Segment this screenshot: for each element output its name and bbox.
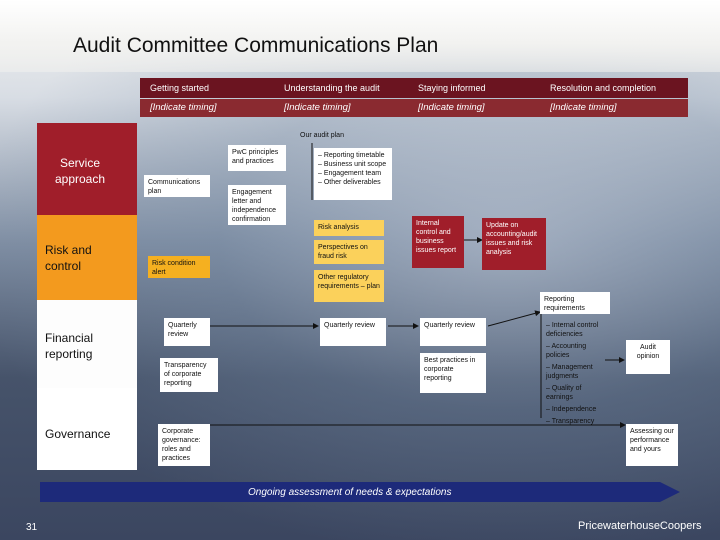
plan-item: – Reporting timetable [318, 152, 385, 159]
phase-getting-started: Getting started [150, 83, 210, 93]
update-accounting-box: Update on accounting/audit issues and ri… [482, 218, 546, 270]
phase-understanding: Understanding the audit [284, 83, 380, 93]
timing-2: [Indicate timing] [284, 102, 351, 113]
row-label-text: Service approach [54, 156, 106, 186]
risk-condition-alert-box: Risk condition alert [148, 256, 210, 278]
corporate-governance-box: Corporate governance: roles and practice… [158, 424, 210, 466]
audit-plan-label: Our audit plan [300, 132, 344, 139]
internal-control-report-box: Internal control and business issues rep… [412, 216, 464, 268]
transparency-box: Transparency of corporate reporting [160, 358, 218, 392]
row-label-text: Financial reporting [45, 331, 94, 361]
risk-analysis-box: Risk analysis [314, 220, 384, 236]
communications-plan-box: Communications plan [144, 175, 210, 197]
row-label-text: Risk and control [45, 243, 92, 273]
pwc-principles-box: PwC principles and practices [228, 145, 286, 171]
ongoing-assessment-label: Ongoing assessment of needs & expectatio… [248, 487, 452, 498]
req-item: – Accounting policies [546, 343, 587, 359]
regulatory-requirements-box: Other regulatory requirements – plan [314, 270, 384, 302]
assessing-performance-box: Assessing our performance and yours [626, 424, 678, 466]
req-item: – Independence [546, 406, 597, 413]
plan-item: – Other deliverables [318, 179, 381, 186]
quarterly-review-2: Quarterly review [320, 318, 386, 346]
title-band [0, 0, 720, 72]
engagement-letter-box: Engagement letter and independence confi… [228, 185, 286, 225]
phase-resolution: Resolution and completion [550, 83, 657, 93]
plan-item: – Business unit scope [318, 161, 387, 168]
timing-1: [Indicate timing] [150, 102, 217, 113]
row-financial-reporting: Financial reporting [37, 300, 137, 388]
row-risk-control: Risk and control [37, 215, 137, 300]
quarterly-review-3: Quarterly review [420, 318, 486, 346]
timing-4: [Indicate timing] [550, 102, 617, 113]
timing-3: [Indicate timing] [418, 102, 485, 113]
reporting-requirements-box: Reporting requirements [540, 292, 610, 314]
audit-opinion-box: Audit opinion [626, 340, 670, 374]
req-item: – Management judgments [546, 364, 593, 380]
audit-plan-list: – Reporting timetable – Business unit sc… [314, 148, 392, 200]
timing-header-bar [140, 99, 688, 117]
page-number: 31 [26, 522, 38, 533]
requirements-list: – Internal control deficiencies – Accoun… [542, 318, 608, 436]
ongoing-assessment-arrow [40, 482, 680, 502]
req-item: – Internal control deficiencies [546, 322, 599, 338]
row-service-approach: Service approach [37, 123, 137, 215]
plan-item: – Engagement team [318, 170, 382, 177]
phase-header-bar [140, 78, 688, 98]
req-item: – Quality of earnings [546, 385, 582, 401]
fraud-perspectives-box: Perspectives on fraud risk [314, 240, 384, 264]
best-practices-box: Best practices in corporate reporting [420, 353, 486, 393]
brand-logo-text: PricewaterhouseCoopers [578, 520, 702, 532]
page-title: Audit Committee Communications Plan [73, 34, 439, 57]
quarterly-review-1: Quarterly review [164, 318, 210, 346]
row-governance: Governance [37, 388, 137, 470]
arrow-to-requirements [487, 310, 541, 327]
req-item: – Transparency [546, 418, 595, 425]
phase-staying-informed: Staying informed [418, 83, 486, 93]
row-label-text: Governance [45, 427, 111, 441]
